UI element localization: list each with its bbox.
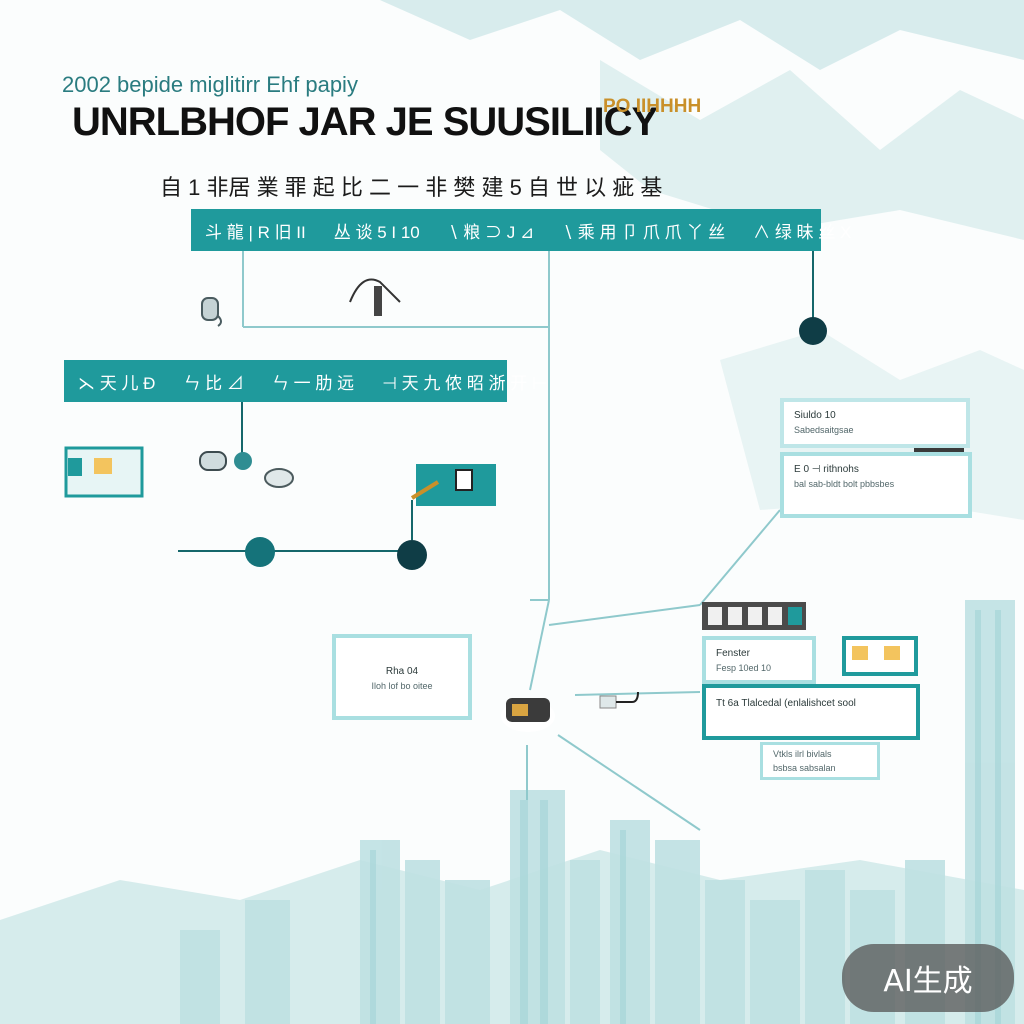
card-label: Siuldo 10 — [794, 410, 836, 421]
header-subtitle: 2002 bepide miglitirr Ehf papiy — [62, 72, 358, 97]
header-tag: PO IIHHHH — [603, 96, 702, 117]
card-text: bsbsa sabsalan — [773, 763, 836, 773]
mid-bar-segment[interactable]: ㄣ 比 ⊿ — [183, 373, 244, 393]
thumbnail-fill — [852, 646, 868, 660]
mid-bar-segment[interactable]: ㄣ 一 肋 远 — [271, 373, 355, 393]
connector-icon — [599, 691, 639, 709]
thumbnail-fill — [884, 646, 900, 660]
node-dot[interactable] — [397, 540, 427, 570]
device-card-icon — [410, 464, 496, 506]
card-label: Rha 04 — [385, 666, 419, 677]
tool-icon — [199, 451, 227, 471]
mid-bar-segment[interactable]: ⊣ 天 九 侬 昭 浙 开 ⊢ — [382, 373, 547, 393]
card-text: Iloh lof bo oitee — [371, 681, 433, 691]
page-title: UNRLBHOF JAR JE SUUSILIICY — [72, 100, 658, 144]
card-label: Fenster — [716, 648, 750, 659]
card-label: E 0 ⊣ rithnohs — [794, 464, 859, 475]
info-card[interactable]: Tt 6a Tlalcedal (enlalishcet sool — [702, 684, 920, 740]
card-text: Sabedsaitgsae — [794, 425, 854, 435]
info-card[interactable]: E 0 ⊣ rithnohs bal sab-bldt bolt pbbsbes — [780, 452, 972, 518]
top-bar-segment[interactable]: 丛 谈 5 I 10 — [333, 222, 420, 242]
portable-device-icon — [501, 698, 555, 732]
info-card[interactable]: Fenster Fesp 10ed 10 — [702, 636, 816, 684]
header-tagline: 自 1 非居 業 罪 起 比 二 一 非 樊 建 5 自 世 以 疵 基 — [160, 175, 663, 200]
tool-icon — [264, 468, 294, 488]
image-thumbnail — [842, 636, 918, 676]
tool-icon — [201, 297, 222, 327]
mid-category-bar: ⋋ 天 儿 Ð ㄣ 比 ⊿ ㄣ 一 肋 远 ⊣ 天 九 侬 昭 浙 开 ⊢ — [64, 360, 547, 402]
info-card[interactable]: Vtkls ilrl bivlals bsbsa sabsalan — [760, 742, 880, 780]
top-category-bar: 斗 龍 | R 旧 II 丛 谈 5 I 10 ∖ 粮 ⊃ J ⊿ ∖ 乘 用 … — [191, 209, 851, 251]
card-text: Tt 6a Tlalcedal (enlalishcet sool — [716, 698, 856, 709]
node-dot[interactable] — [245, 537, 275, 567]
card-text: Fesp 10ed 10 — [716, 663, 772, 673]
hand-tool-icon — [349, 278, 401, 316]
card-text: Vtkls ilrl bivlals — [773, 749, 832, 759]
ai-generated-badge: AI生成 — [842, 944, 1014, 1012]
top-bar-segment[interactable]: ∧ 绿 昧 丝 X — [753, 222, 852, 242]
equipment-rack-icon — [702, 602, 806, 630]
info-card[interactable]: Rha 04 Iloh lof bo oitee — [332, 634, 472, 720]
top-bar-segment[interactable]: 斗 龍 | R 旧 II — [205, 222, 306, 242]
top-bar-segment[interactable]: ∖ 粮 ⊃ J ⊿ — [447, 222, 535, 242]
card-text: bal sab-bldt bolt pbbsbes — [794, 479, 895, 489]
node-dot[interactable] — [234, 452, 252, 470]
device-card-icon — [64, 446, 144, 498]
mid-bar-segment[interactable]: ⋋ 天 儿 Ð — [78, 373, 156, 393]
info-card[interactable]: Siuldo 10 Sabedsaitgsae — [780, 398, 970, 448]
top-bar-segment[interactable]: ∖ 乘 用 卩 爪 爪 丫 丝 — [562, 222, 726, 242]
node-dot[interactable] — [799, 317, 827, 345]
